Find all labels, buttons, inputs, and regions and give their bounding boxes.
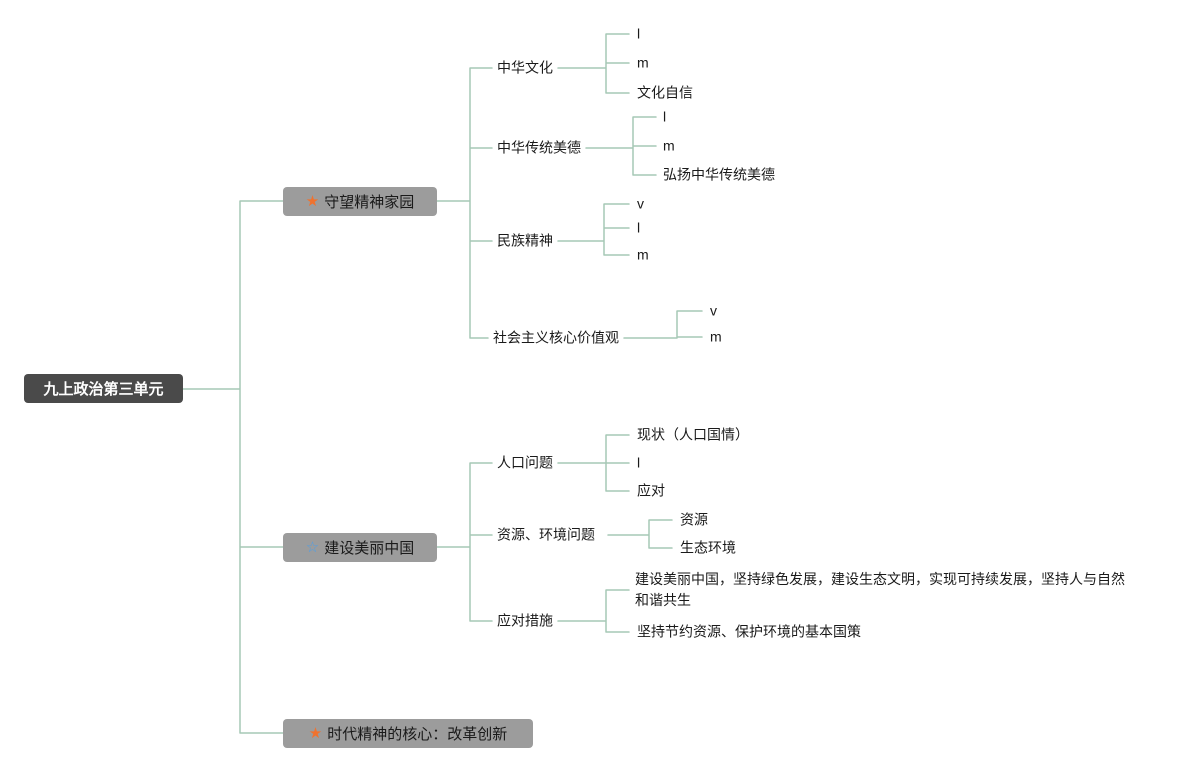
leaf-node[interactable]: m	[663, 137, 675, 154]
connector-branch1	[436, 67, 493, 339]
leaf-node[interactable]: 坚持节约资源、保护环境的基本国策	[637, 623, 861, 640]
leaf-node[interactable]: 弘扬中华传统美德	[663, 166, 775, 183]
connector-root	[182, 200, 284, 734]
branch-node-beautiful-china[interactable]: ☆ 建设美丽中国	[283, 533, 437, 562]
branch-label: 守望精神家园	[324, 194, 415, 211]
leaf-node[interactable]: 建设美丽中国，坚持绿色发展，建设生态文明，实现可持续发展，坚持人与自然和谐共生	[635, 571, 1125, 608]
leaf-node[interactable]: l	[637, 454, 641, 471]
branch-label: 时代精神的核心：改革创新	[327, 726, 508, 743]
star-filled-icon: ★	[308, 725, 323, 742]
leaf-node[interactable]: 应对	[637, 482, 665, 499]
connector-branch2	[436, 462, 493, 622]
leaf-node[interactable]: 资源	[680, 511, 708, 528]
connector-topic-population	[557, 434, 630, 492]
branch-node-spiritual-home[interactable]: ★ 守望精神家园	[283, 187, 437, 216]
leaf-node[interactable]: v	[637, 195, 644, 212]
topic-node[interactable]: 人口问题	[497, 454, 553, 471]
topic-node[interactable]: 应对措施	[497, 612, 553, 629]
topic-node[interactable]: 中华传统美德	[497, 139, 581, 156]
star-filled-icon: ★	[305, 193, 320, 210]
leaf-node[interactable]: m	[710, 328, 722, 345]
connector-topic-measures	[557, 589, 630, 633]
leaf-node[interactable]: v	[710, 302, 717, 319]
connector-topic-spirit	[557, 203, 630, 256]
topic-node[interactable]: 社会主义核心价值观	[493, 329, 619, 346]
root-node[interactable]: 九上政治第三单元	[24, 374, 183, 403]
connector-topic-culture	[557, 33, 630, 94]
leaf-node[interactable]: 现状（人口国情）	[637, 426, 749, 443]
leaf-node[interactable]: m	[637, 246, 649, 263]
leaf-node[interactable]: l	[637, 25, 641, 42]
star-outline-icon: ☆	[305, 539, 320, 556]
leaf-node[interactable]: m	[637, 54, 649, 71]
branch-label: 建设美丽中国	[324, 540, 415, 557]
leaf-node[interactable]: 生态环境	[680, 539, 736, 556]
branch-node-reform-innovation[interactable]: ★ 时代精神的核心：改革创新	[283, 719, 533, 748]
connector-topic-values	[623, 310, 703, 339]
leaf-node[interactable]: 文化自信	[637, 84, 693, 101]
leaf-node[interactable]: l	[637, 219, 641, 236]
root-label: 九上政治第三单元	[43, 381, 164, 398]
connector-topic-resources	[607, 519, 673, 549]
connector-topic-virtue	[585, 116, 657, 176]
topic-node[interactable]: 资源、环境问题	[497, 526, 595, 543]
topic-node[interactable]: 民族精神	[497, 232, 553, 249]
topic-node[interactable]: 中华文化	[497, 59, 553, 76]
leaf-node[interactable]: l	[663, 108, 667, 125]
